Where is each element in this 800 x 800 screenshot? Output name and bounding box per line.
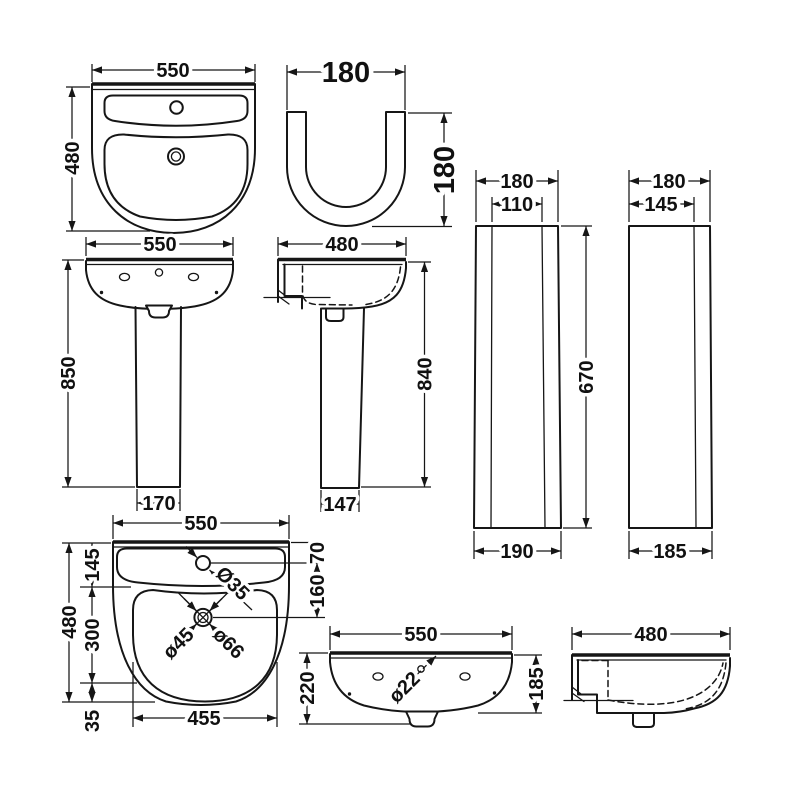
- tap-hole: [195, 555, 211, 571]
- dim-label-width: 550: [184, 513, 217, 535]
- waste-outlet: [325, 307, 345, 322]
- dim-label-depth: 480: [325, 234, 358, 256]
- waste-outlet: [632, 712, 655, 728]
- dim-label-depth: 480: [59, 605, 81, 638]
- waste-hole-outer: [193, 607, 213, 628]
- wall-bracket: [277, 258, 303, 310]
- extension-lines: [628, 170, 713, 559]
- extension-lines: [277, 237, 431, 512]
- bowl-hidden-line-right: [684, 662, 727, 710]
- dim-label-bowl-width: 455: [187, 708, 220, 730]
- dim-label-height: 180: [429, 146, 461, 194]
- dim-label-width: 180: [322, 57, 370, 89]
- dim-label-inner-depth: 145: [644, 194, 677, 216]
- bowl-outline: [132, 589, 278, 703]
- dim-label-tap-hole-dia: Ø35: [211, 563, 253, 605]
- waste-hole-outer: [167, 147, 185, 166]
- dim-label-base-width: 190: [500, 541, 533, 563]
- fixing-hole-right: [459, 672, 471, 681]
- dim-label-width: 180: [500, 171, 533, 193]
- dim-label-back-to-tap: 145: [82, 548, 104, 581]
- dim-label-bowl-depth: 300: [82, 618, 104, 651]
- waste-hole-inner: [197, 611, 209, 624]
- dim-label-tap-offset: 70: [307, 542, 329, 564]
- view-plan-detail: 550 480 145 300 35 455 70 160 Ø35 ø45 ø6…: [56, 510, 333, 736]
- waste-arrow-4: [183, 623, 197, 637]
- basin-profile: [321, 261, 407, 310]
- tap-hole-leader-arrow: [185, 546, 198, 558]
- basin-outline: [91, 83, 256, 234]
- pedestal-outline: [320, 307, 365, 489]
- extension-lines: [473, 170, 592, 559]
- bowl-hidden-line-left: [301, 265, 353, 306]
- tap-deck-outline: [103, 94, 249, 127]
- dim-label-pedestal-depth: 147: [323, 494, 356, 516]
- dim-label-height: 670: [576, 360, 598, 393]
- basin-profile: [653, 657, 731, 714]
- tap-deck-outline: [116, 547, 286, 587]
- view-basin-front: 550 185 220 ø22: [294, 621, 552, 728]
- mark-dot-left: [347, 692, 352, 696]
- dim-label-base-depth: 185: [653, 541, 686, 563]
- pedestal-inner-lines: [490, 225, 546, 529]
- waste-outlet: [405, 710, 439, 728]
- view-semi-pedestal: 180 180: [286, 53, 466, 228]
- u-section-outline: [286, 111, 406, 227]
- dim-label-waste-dia-small: ø45: [159, 624, 199, 664]
- extension-lines: [286, 65, 452, 228]
- extension-lines: [299, 626, 542, 725]
- mark-dot-right: [492, 691, 497, 695]
- waste-arrow-1: [183, 598, 197, 612]
- waste-hole-inner: [170, 151, 182, 162]
- tap-hole-leader: [209, 569, 253, 611]
- dim-label-depth: 180: [652, 171, 685, 193]
- wall-bracket: [571, 654, 634, 714]
- fixing-hole-left: [372, 672, 384, 681]
- pedestal-outline: [134, 306, 182, 488]
- dim-label-front-rim: 35: [82, 710, 104, 732]
- waste-arrow-3: [209, 598, 223, 612]
- overflow-leader: [399, 655, 437, 692]
- basin-outline: [85, 260, 234, 310]
- dim-label-pedestal-width: 170: [142, 493, 175, 515]
- dim-label-waste-dia-large: ø66: [208, 624, 248, 664]
- dim-label-height: 840: [415, 357, 437, 390]
- bowl-hidden-line-right: [365, 266, 402, 306]
- pedestal-inner-line: [693, 225, 697, 529]
- pedestal-outline: [628, 225, 713, 529]
- overflow-hole: [417, 665, 425, 673]
- bowl-outline: [103, 133, 249, 221]
- fixing-hole-left: [118, 272, 131, 282]
- waste-outlet: [145, 304, 173, 319]
- dim-label-width: 550: [156, 60, 189, 82]
- mark-dot-left: [99, 290, 104, 295]
- view-basin-side: 480: [563, 621, 731, 728]
- waste-arrow-2: [209, 623, 223, 637]
- view-pedestal-front: 180 110 670 190: [473, 168, 602, 567]
- dim-label-tap-to-waste: 160: [307, 574, 329, 607]
- overflow-hole: [154, 268, 164, 277]
- pedestal-outline: [473, 225, 562, 529]
- dim-label-height-rim: 185: [526, 667, 548, 700]
- extension-lines: [62, 515, 325, 727]
- basin-outline: [112, 541, 290, 706]
- mark-dot-right: [214, 290, 219, 295]
- dim-label-height-overall: 220: [297, 671, 319, 704]
- tap-hole: [169, 100, 184, 115]
- view-side-with-pedestal: 480 840 147: [263, 231, 440, 520]
- view-pedestal-side: 180 145 185: [628, 168, 713, 567]
- view-front-with-pedestal: 550 850 170: [55, 231, 234, 519]
- dim-label-depth: 480: [62, 141, 84, 174]
- view-basin-top-plan: 550 480: [59, 57, 256, 234]
- dim-label-depth: 480: [634, 624, 667, 646]
- fixing-hole-right: [187, 272, 200, 282]
- dim-label-overflow-dia: ø22: [385, 668, 425, 708]
- dim-label-height: 850: [58, 356, 80, 389]
- bowl-hidden-line-bottom: [607, 662, 724, 705]
- dim-label-width: 550: [143, 234, 176, 256]
- dim-label-width: 550: [404, 624, 437, 646]
- dim-label-inner-width: 110: [501, 194, 533, 216]
